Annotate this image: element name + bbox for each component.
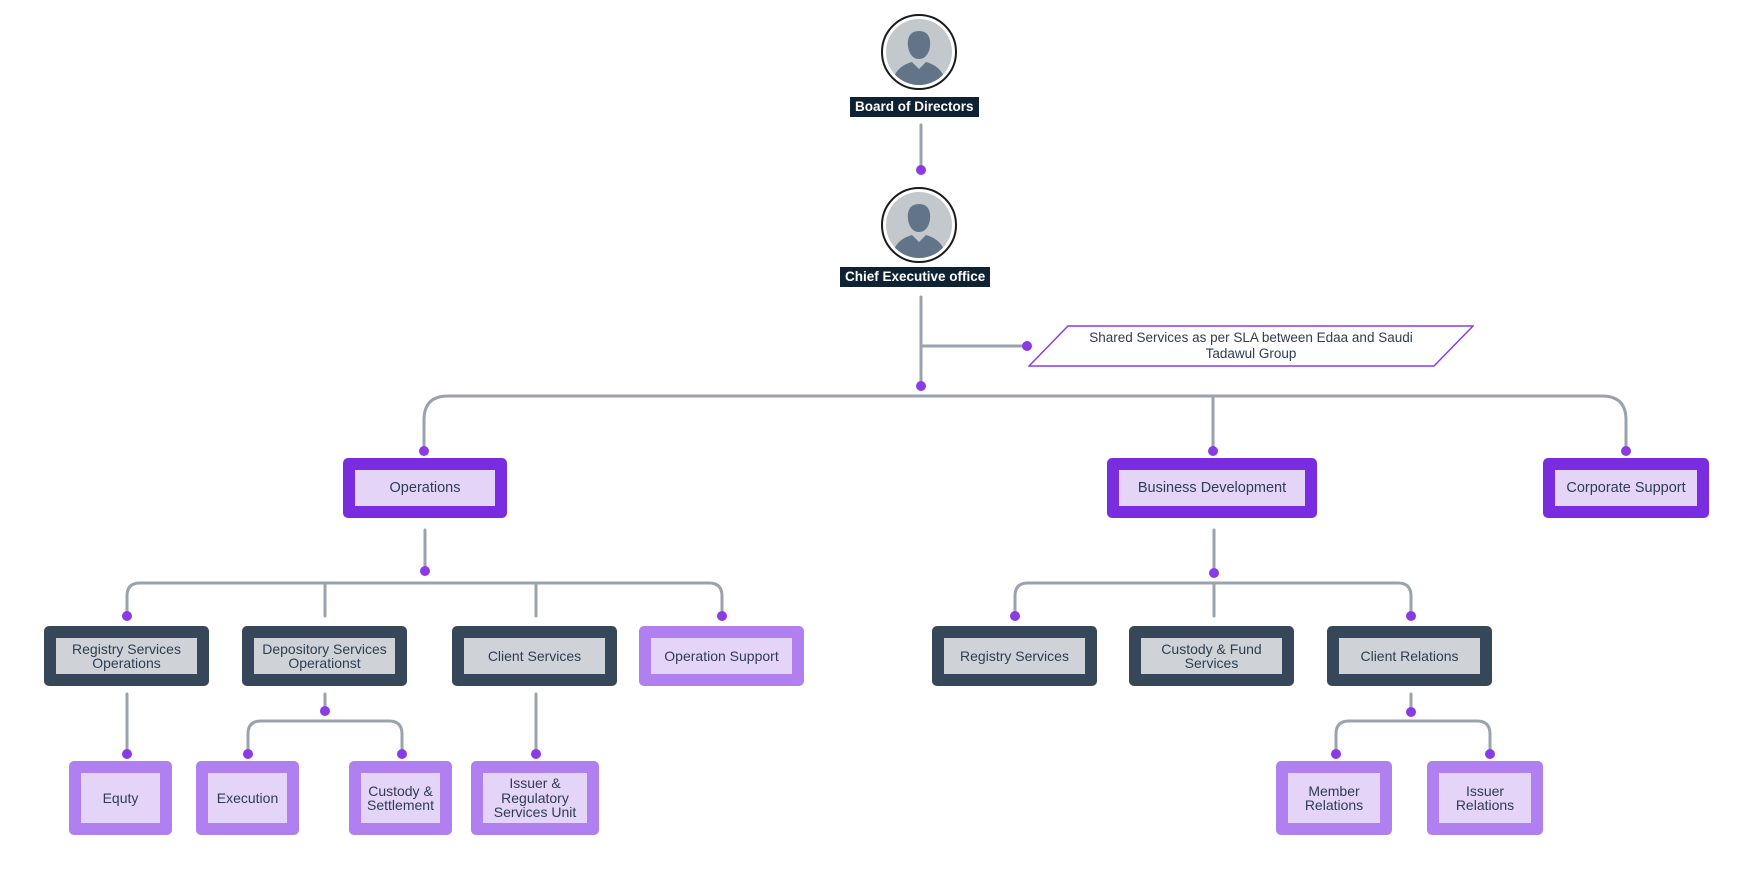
- custody-fund-services-label: Custody & Fund Services: [1141, 638, 1282, 674]
- member-relations-label: Member Relations: [1288, 773, 1380, 823]
- operation-support-label: Operation Support: [651, 638, 792, 674]
- shared-services-text: Shared Services as per SLA between Edaa …: [1089, 330, 1413, 361]
- board-label: Board of Directors: [850, 97, 979, 117]
- issuer-regulatory-services-box[interactable]: Issuer & Regulatory Services Unit: [471, 761, 599, 835]
- client-services-label: Client Services: [464, 638, 605, 674]
- equity-box[interactable]: Equty: [69, 761, 172, 835]
- execution-box[interactable]: Execution: [196, 761, 299, 835]
- business-development-box[interactable]: Business Development: [1107, 458, 1317, 518]
- registry-services-operations-box[interactable]: Registry Services Operations: [44, 626, 209, 686]
- operation-support-box[interactable]: Operation Support: [639, 626, 804, 686]
- client-relations-box[interactable]: Client Relations: [1327, 626, 1492, 686]
- ceo-label: Chief Executive office: [840, 267, 991, 287]
- operations-box[interactable]: Operations: [343, 458, 507, 518]
- business-development-label: Business Development: [1119, 470, 1305, 506]
- corporate-support-label: Corporate Support: [1555, 470, 1697, 506]
- client-relations-label: Client Relations: [1339, 638, 1480, 674]
- custody-settlement-box[interactable]: Custody & Settlement: [349, 761, 452, 835]
- custody-settlement-label: Custody & Settlement: [361, 773, 440, 823]
- issuer-relations-label: Issuer Relations: [1439, 773, 1531, 823]
- depository-services-operations-box[interactable]: Depository Services Operationst: [242, 626, 407, 686]
- depository-services-operations-label: Depository Services Operationst: [254, 638, 395, 674]
- ceo-avatar-icon: [881, 187, 957, 263]
- equity-label: Equty: [81, 773, 160, 823]
- member-relations-box[interactable]: Member Relations: [1276, 761, 1392, 835]
- execution-label: Execution: [208, 773, 287, 823]
- client-services-box[interactable]: Client Services: [452, 626, 617, 686]
- shared-services-box: Shared Services as per SLA between Edaa …: [1028, 325, 1474, 367]
- registry-services-label: Registry Services: [944, 638, 1085, 674]
- operations-label: Operations: [355, 470, 495, 506]
- corporate-support-box[interactable]: Corporate Support: [1543, 458, 1709, 518]
- registry-services-box[interactable]: Registry Services: [932, 626, 1097, 686]
- registry-services-operations-label: Registry Services Operations: [56, 638, 197, 674]
- issuer-relations-box[interactable]: Issuer Relations: [1427, 761, 1543, 835]
- issuer-regulatory-services-label: Issuer & Regulatory Services Unit: [483, 773, 587, 823]
- custody-fund-services-box[interactable]: Custody & Fund Services: [1129, 626, 1294, 686]
- board-avatar-icon: [881, 14, 957, 90]
